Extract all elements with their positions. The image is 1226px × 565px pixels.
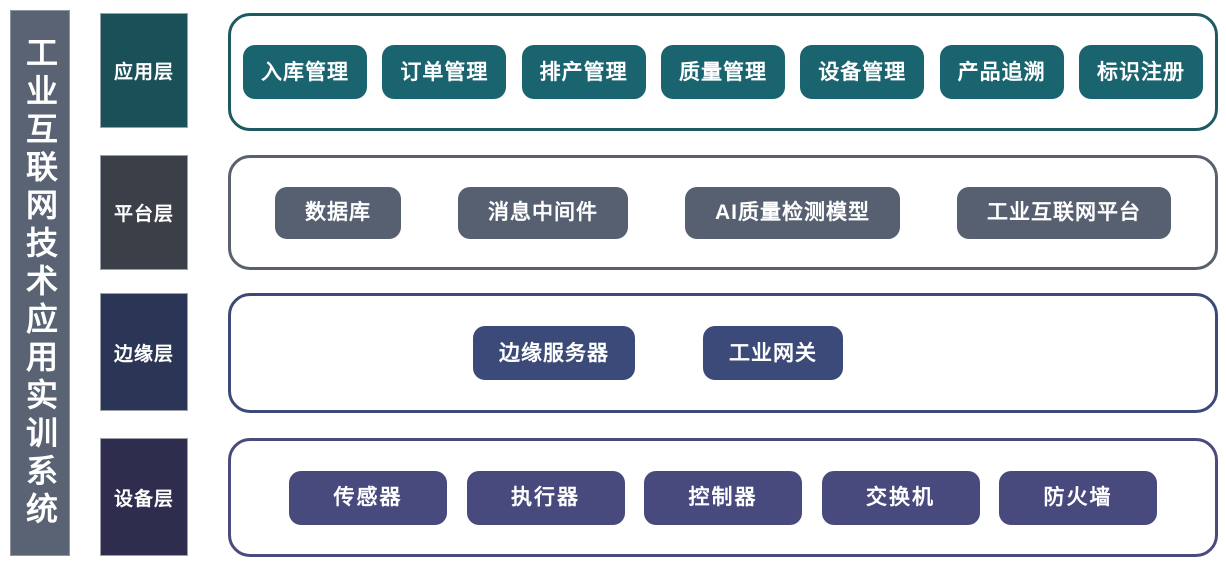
- chip-application-4[interactable]: 设备管理: [800, 45, 925, 99]
- chip-application-1[interactable]: 订单管理: [382, 45, 507, 99]
- chip-device-3[interactable]: 交换机: [821, 470, 980, 525]
- layer-label-edge: 边缘层: [100, 293, 188, 411]
- chip-application-6[interactable]: 标识注册: [1078, 45, 1203, 99]
- chip-device-4[interactable]: 防火墙: [999, 470, 1157, 525]
- layer-items-platform: 数据库 消息中间件 AI质量检测模型 工业互联网平台: [231, 186, 1215, 239]
- chip-platform-0[interactable]: 数据库: [275, 186, 401, 239]
- chip-application-0[interactable]: 入库管理: [243, 45, 367, 99]
- layer-panel-device: 传感器 执行器 控制器 交换机 防火墙: [228, 438, 1218, 557]
- chip-device-2[interactable]: 控制器: [644, 470, 802, 525]
- chip-platform-1[interactable]: 消息中间件: [458, 186, 628, 239]
- system-title-bar: 工业互联网技术应用实训系统: [10, 10, 70, 556]
- chip-platform-3[interactable]: 工业互联网平台: [957, 186, 1171, 239]
- layer-label-platform: 平台层: [100, 155, 188, 270]
- chip-platform-2[interactable]: AI质量检测模型: [685, 186, 900, 239]
- layer-panel-platform: 数据库 消息中间件 AI质量检测模型 工业互联网平台: [228, 155, 1218, 270]
- layer-items-edge: 边缘服务器 工业网关: [231, 326, 1215, 380]
- layer-label-device: 设备层: [100, 438, 188, 556]
- chip-edge-1[interactable]: 工业网关: [703, 326, 843, 380]
- layer-panel-application: 入库管理 订单管理 排产管理 质量管理 设备管理 产品追溯 标识注册: [228, 13, 1218, 131]
- chip-application-3[interactable]: 质量管理: [660, 45, 785, 99]
- layer-panel-edge: 边缘服务器 工业网关: [228, 293, 1218, 413]
- chip-application-5[interactable]: 产品追溯: [939, 45, 1064, 99]
- chip-device-0[interactable]: 传感器: [289, 470, 447, 525]
- chip-edge-0[interactable]: 边缘服务器: [473, 326, 635, 380]
- layer-items-application: 入库管理 订单管理 排产管理 质量管理 设备管理 产品追溯 标识注册: [231, 45, 1215, 99]
- layer-items-device: 传感器 执行器 控制器 交换机 防火墙: [231, 470, 1215, 525]
- chip-device-1[interactable]: 执行器: [466, 470, 625, 525]
- chip-application-2[interactable]: 排产管理: [521, 45, 646, 99]
- layer-label-application: 应用层: [100, 13, 188, 128]
- system-title: 工业互联网技术应用实训系统: [22, 36, 58, 530]
